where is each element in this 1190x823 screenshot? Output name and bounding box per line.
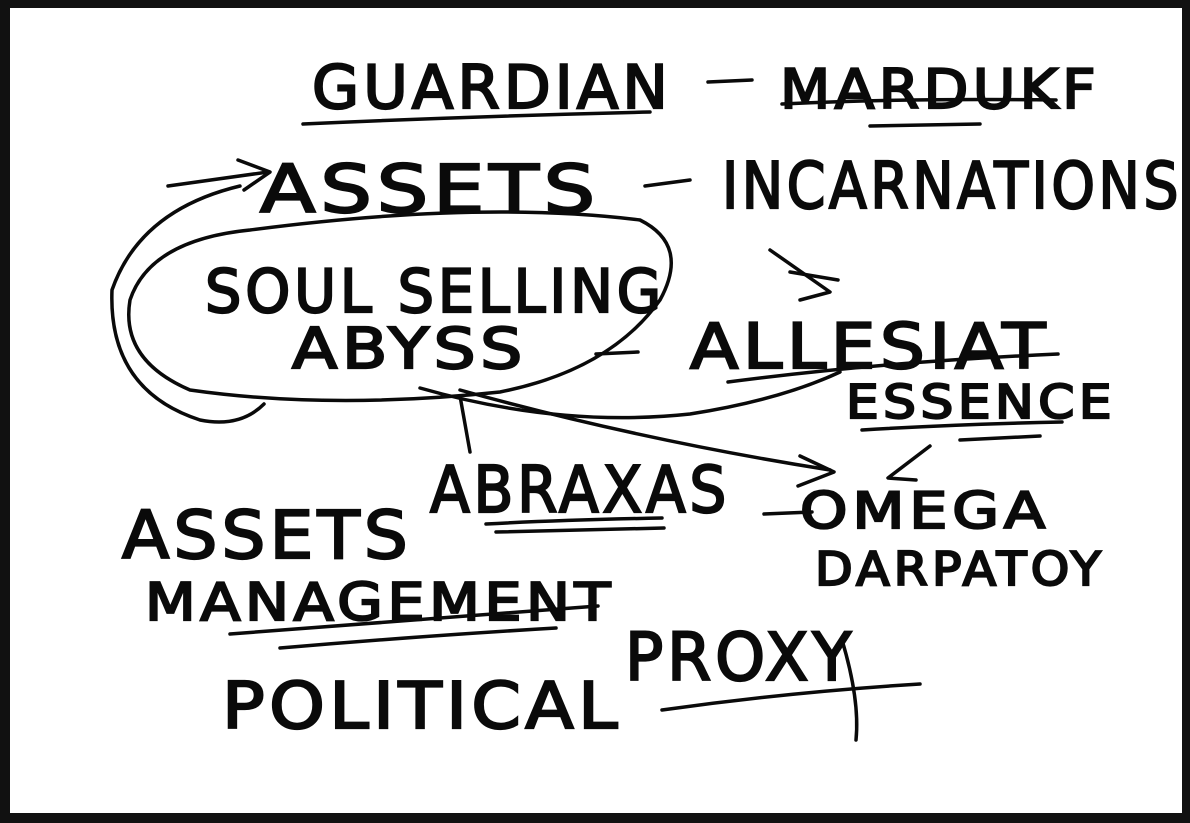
word-abraxas: ABRAXAS <box>430 454 730 528</box>
word-assets-management-1: ASSETS <box>122 497 412 574</box>
arrow-abyss-essence <box>418 370 842 420</box>
word-essence: ESSENCE <box>846 375 1116 429</box>
ellipse-soul-selling-abyss <box>127 210 673 403</box>
word-proxy: PROXY <box>625 619 855 696</box>
word-omega: OMEGA <box>800 482 1050 540</box>
underline-guardian <box>301 110 652 126</box>
word-marduk: MARDUKF <box>780 58 1100 121</box>
arrow-incarnations-allesiat-2 <box>788 270 840 282</box>
arrow-abyss-omega <box>458 388 832 472</box>
arrow-essence-omega <box>886 444 932 482</box>
underline-abraxas <box>484 516 664 526</box>
whiteboard-canvas <box>10 8 1182 813</box>
underline-allesiat <box>726 352 1060 384</box>
underline-abraxas-2 <box>494 526 666 534</box>
word-soul-selling: SOUL SELLING <box>205 257 665 327</box>
dash-abraxas-omega <box>762 510 814 516</box>
underline-essence <box>860 420 1064 432</box>
camera-notch <box>560 0 624 8</box>
dash-assets-incarnations <box>643 178 692 188</box>
dash-guardian-marduk <box>706 78 754 84</box>
word-allesiat: ALLESIAT <box>690 310 1050 383</box>
underline-marduk <box>780 97 1058 106</box>
arrow-into-assets-head <box>236 158 272 192</box>
arrow-into-assets <box>166 170 270 188</box>
proxy-y-tail <box>840 638 859 742</box>
underline-management-2 <box>278 626 558 650</box>
word-incarnations: INCARNATIONS <box>722 150 1182 224</box>
word-assets-top: ASSETS <box>260 151 600 228</box>
word-darpatoy: DARPATOY <box>815 542 1105 596</box>
word-political: POLITICAL <box>222 670 622 744</box>
underline-marduk-2 <box>868 122 982 128</box>
connector-abyss-abraxas <box>458 394 472 454</box>
underline-proxy <box>660 682 922 712</box>
underline-essence-2 <box>958 434 1042 442</box>
underline-management <box>228 604 600 636</box>
loop-arrow <box>110 184 266 424</box>
arrow-abyss-omega-head <box>796 454 836 488</box>
word-abyss: ABYSS <box>292 317 527 382</box>
arrow-incarnations-allesiat <box>768 248 832 302</box>
